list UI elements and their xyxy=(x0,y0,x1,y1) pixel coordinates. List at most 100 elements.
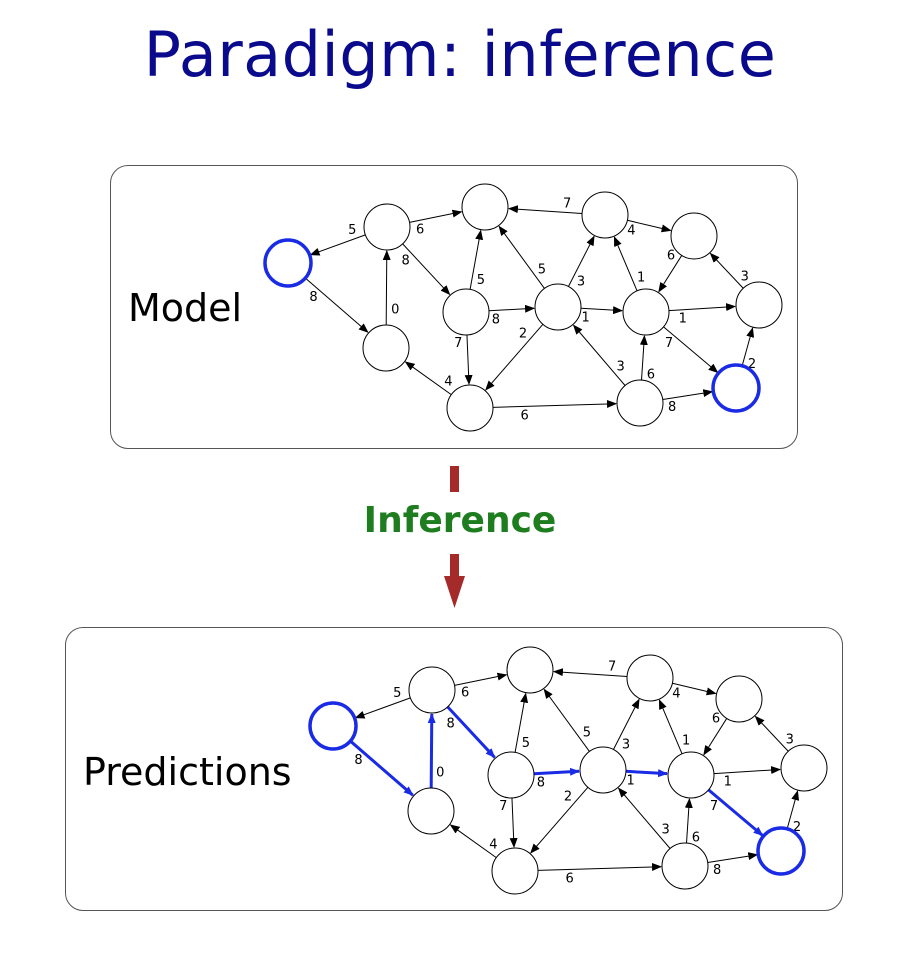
edge-weight-label: 8 xyxy=(713,863,721,878)
step-arrow-shaft-top xyxy=(450,466,459,492)
graph-edge xyxy=(507,205,583,214)
edge-weight-label: 2 xyxy=(793,820,801,835)
graph-node xyxy=(442,288,490,336)
graph-node xyxy=(363,203,411,251)
graph-node xyxy=(616,379,664,427)
edge-weight-label: 8 xyxy=(402,253,410,268)
graph-edge xyxy=(580,306,624,315)
graph-node xyxy=(487,751,535,799)
edge-weight-label: 6 xyxy=(667,249,675,264)
edge-weight-label: 3 xyxy=(616,359,624,374)
step-arrow-head xyxy=(444,576,465,608)
slide-title: Paradigm: inference xyxy=(143,18,777,91)
graph-node xyxy=(670,212,718,260)
highlighted-edge xyxy=(349,739,414,797)
edge-weight-label: 8 xyxy=(668,400,676,415)
edge-weight-label: 8 xyxy=(492,312,500,327)
edge-weight-label: 5 xyxy=(393,686,401,701)
graph-edge xyxy=(639,334,648,381)
graph-edge xyxy=(709,252,744,289)
edge-weight-label: 4 xyxy=(489,837,497,852)
edge-weight-label: 8 xyxy=(537,775,545,790)
graph-edge xyxy=(662,389,714,400)
graph-node xyxy=(581,191,629,239)
graph-edge xyxy=(492,399,618,408)
graph-edge xyxy=(485,324,544,391)
edge-weight-label: 3 xyxy=(622,738,630,753)
graph-edge xyxy=(488,304,536,313)
edge-weight-label: 3 xyxy=(741,270,749,285)
edge-weight-label: 0 xyxy=(391,302,399,317)
graph-edge xyxy=(568,235,595,287)
edge-weight-label: 7 xyxy=(710,799,718,814)
graph-edge xyxy=(572,324,626,386)
highlighted-edge xyxy=(533,767,581,776)
edge-weight-label: 1 xyxy=(637,270,645,285)
graph-edge xyxy=(672,682,717,696)
graph-edge xyxy=(305,277,369,333)
edge-weight-label: 3 xyxy=(577,275,585,290)
edge-weight-label: 7 xyxy=(665,336,673,351)
graph-edge xyxy=(663,326,719,374)
edge-weight-label: 5 xyxy=(522,736,530,751)
edge-weight-label: 0 xyxy=(436,765,444,780)
edge-weight-label: 4 xyxy=(444,374,452,389)
graph-node xyxy=(407,787,455,835)
edge-weight-label: 8 xyxy=(447,716,455,731)
edge-weight-label: 7 xyxy=(454,336,462,351)
edge-weight-label: 7 xyxy=(563,196,571,211)
graph-node xyxy=(579,746,627,794)
edge-weight-label: 2 xyxy=(748,357,756,372)
edge-weight-label: 6 xyxy=(566,871,574,886)
edge-weight-label: 5 xyxy=(348,223,356,238)
edge-weight-label: 5 xyxy=(538,263,546,278)
edge-weight-label: 6 xyxy=(521,408,529,423)
edge-weight-label: 1 xyxy=(682,733,690,748)
start-node xyxy=(308,701,358,751)
edge-weight-label: 4 xyxy=(672,686,680,701)
graph-edge xyxy=(449,824,497,859)
graph-edge xyxy=(613,236,638,292)
graph-edge xyxy=(713,766,782,775)
graph-edge xyxy=(684,797,693,844)
graph-edge xyxy=(537,862,663,871)
highlighted-edge xyxy=(707,788,764,837)
graph-edge xyxy=(658,255,683,293)
graph-edge xyxy=(668,303,737,312)
highlighted-edge xyxy=(427,712,436,789)
graph-node xyxy=(461,183,509,231)
graph-edge xyxy=(498,225,545,289)
graph-edge xyxy=(617,787,671,849)
graph-node xyxy=(362,324,410,372)
graph-edge xyxy=(464,334,473,386)
predictions-label: Predictions xyxy=(83,750,292,794)
graph-edge xyxy=(402,243,451,296)
graph-node xyxy=(622,288,670,336)
end-node xyxy=(756,826,806,876)
edge-weight-label: 8 xyxy=(309,290,317,305)
graph-edge xyxy=(354,697,411,719)
edge-weight-label: 6 xyxy=(692,830,700,845)
graph-edge xyxy=(509,797,518,849)
graph-edge xyxy=(514,692,529,753)
graph-edge xyxy=(404,361,452,396)
graph-node xyxy=(661,842,709,890)
graph-edge xyxy=(552,668,628,677)
step-arrow-shaft-bottom xyxy=(450,554,459,576)
inference-label: Inference xyxy=(363,500,557,541)
edge-weight-label: 3 xyxy=(786,733,794,748)
edge-weight-label: 3 xyxy=(661,822,669,837)
edge-weight-label: 5 xyxy=(583,726,591,741)
end-node xyxy=(711,363,761,413)
graph-edge xyxy=(409,209,463,223)
model-label: Model xyxy=(128,286,243,330)
edge-weight-label: 1 xyxy=(724,775,732,790)
graph-node xyxy=(626,654,674,702)
edge-weight-label: 7 xyxy=(608,659,616,674)
edge-weight-label: 6 xyxy=(416,222,424,237)
graph-edge xyxy=(613,698,640,750)
graph-edge xyxy=(741,327,755,366)
